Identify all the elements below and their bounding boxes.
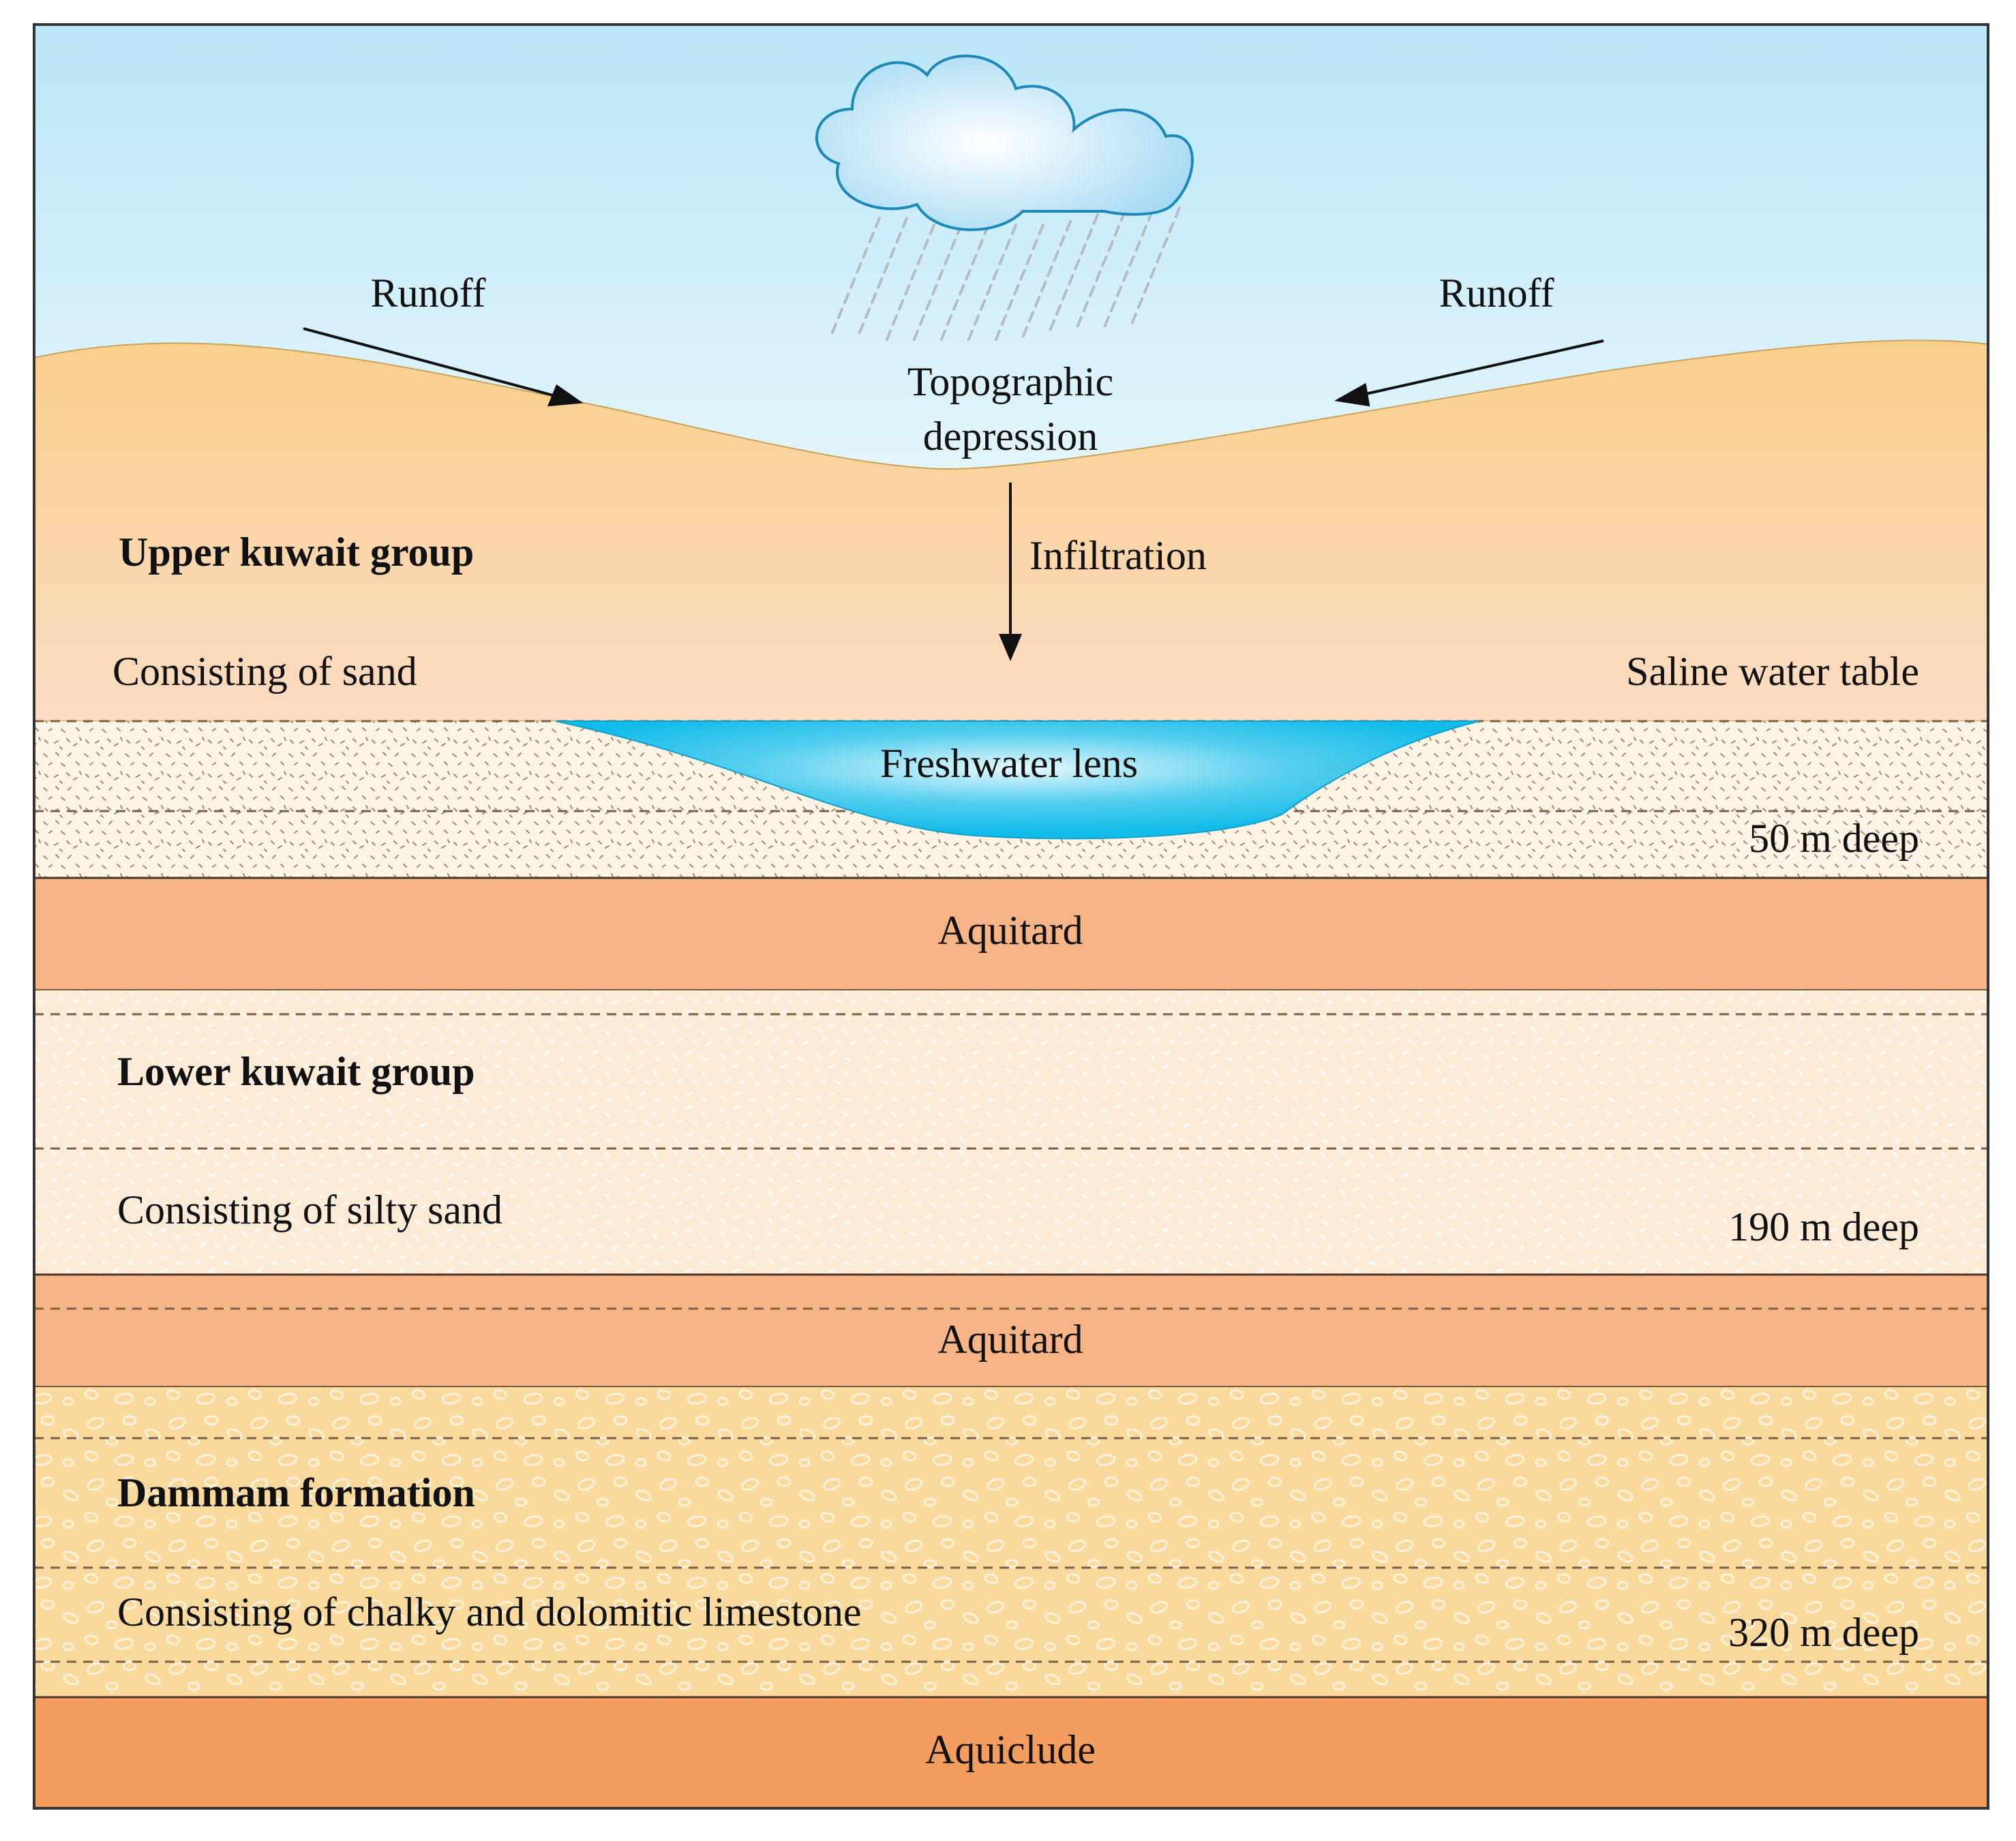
infiltration-label: Infiltration	[1029, 533, 1207, 578]
dammam-formation-description: Consisting of chalky and dolomitic limes…	[117, 1589, 862, 1634]
aquitard-label-2: Aquitard	[937, 1317, 1083, 1362]
aquitard-label-1: Aquitard	[937, 908, 1083, 953]
freshwater-lens	[555, 720, 1480, 840]
upper-kuwait-group-description: Consisting of sand	[112, 649, 417, 694]
runoff-label-left: Runoff	[371, 271, 486, 316]
depth-label-50m: 50 m deep	[1749, 816, 1919, 861]
aquitard-layer-1	[33, 877, 1989, 992]
rain-icon	[830, 207, 1181, 342]
cloud-icon	[815, 55, 1194, 232]
topographic-depression-label: depression	[923, 414, 1098, 459]
lower-kuwait-group-title: Lower kuwait group	[117, 1049, 475, 1094]
topographic-depression-label: Topographic	[907, 359, 1113, 404]
freshwater-lens-label: Freshwater lens	[880, 741, 1138, 786]
dammam-formation-title: Dammam formation	[117, 1470, 475, 1515]
runoff-label-right: Runoff	[1439, 271, 1554, 316]
saline-water-table-label: Saline water table	[1626, 649, 1919, 694]
runoff-arrow-right	[1334, 339, 1604, 407]
aquiclude-label: Aquiclude	[925, 1727, 1096, 1772]
upper-kuwait-group-title: Upper kuwait group	[119, 530, 474, 575]
depth-label-320m: 320 m deep	[1728, 1610, 1919, 1655]
depth-label-190m: 190 m deep	[1728, 1204, 1919, 1249]
lower-kuwait-group-description: Consisting of silty sand	[117, 1187, 502, 1232]
runoff-arrow-left	[303, 327, 584, 407]
infiltration-arrow	[998, 483, 1023, 662]
lower-kuwait-group-layer	[34, 990, 1988, 1275]
diagram-border	[33, 23, 1989, 1810]
dammam-formation-layer	[34, 1387, 1988, 1697]
